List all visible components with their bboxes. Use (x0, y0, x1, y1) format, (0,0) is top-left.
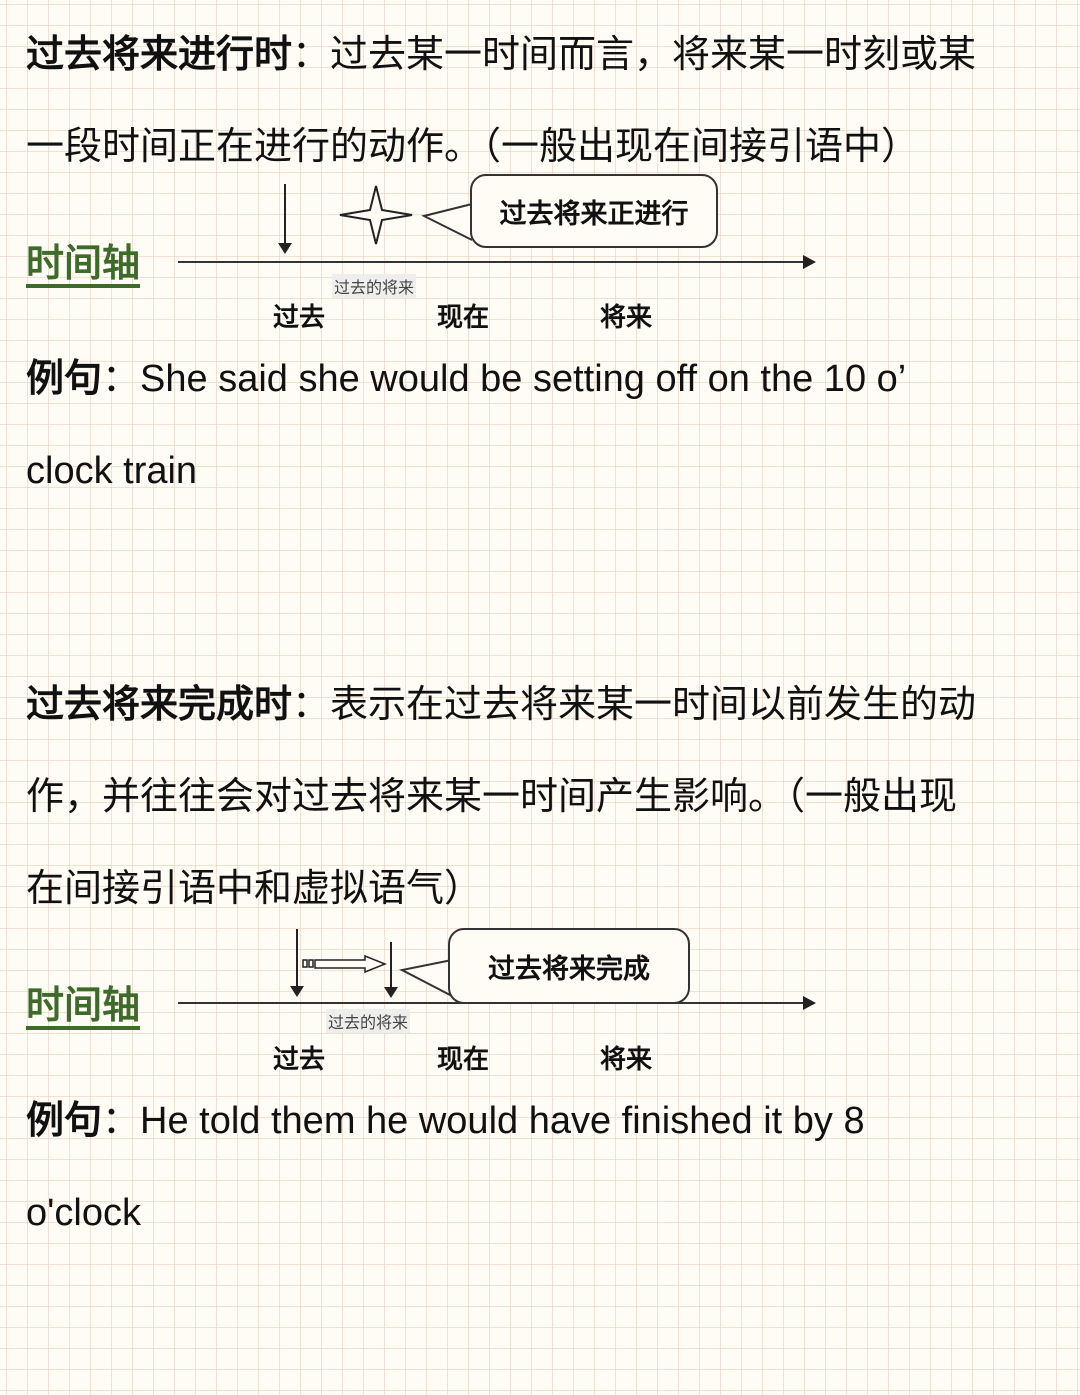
example-text: clock train (26, 450, 198, 492)
tick-present: 现在 (437, 1045, 490, 1075)
callout-bubble: 过去将来完成 (448, 928, 690, 1004)
example-text: o'clock (26, 1192, 141, 1234)
timeline-axis-arrow (178, 255, 816, 269)
definition-paragraph-2: 过去将来完成时：表示在过去将来某一时间以前发生的动 作，并往往会对过去将来某一时… (26, 682, 977, 910)
definition-text: 作，并往往会对过去将来某一时间产生影响。（一般出现 (26, 774, 958, 818)
hollow-right-arrow-icon (302, 954, 388, 974)
callout-pointer (421, 203, 473, 241)
tense-title: 过去将来完成时 (26, 682, 293, 726)
down-arrow-icon (290, 929, 304, 997)
past-future-marker-label: 过去的将来 (332, 274, 417, 298)
definition-text: 表示在过去将来某一时间以前发生的动 (330, 682, 977, 726)
tick-future: 将来 (600, 1045, 653, 1075)
definition-paragraph-1: 过去将来进行时：过去某一时间而言，将来某一时刻或某 一段时间正在进行的动作。（一… (26, 32, 977, 168)
example-label: 例句 (26, 356, 103, 400)
callout-bubble: 过去将来正进行 (470, 174, 718, 248)
four-point-star-icon (339, 185, 413, 245)
timeline-label: 时间轴 (26, 242, 141, 288)
tick-future: 将来 (600, 303, 653, 333)
definition-text: 过去某一时间而言，将来某一时刻或某 (330, 32, 977, 76)
down-arrow-icon (278, 184, 292, 254)
tick-past: 过去 (273, 1045, 326, 1075)
tick-present: 现在 (437, 303, 490, 333)
definition-text: 一段时间正在进行的动作。（一般出现在间接引语中） (26, 124, 920, 168)
example-sentence: 例句：He told them he would have finished i… (26, 1098, 865, 1234)
example-sentence: 例句：She said she would be setting off on … (26, 356, 907, 492)
example-label: 例句 (26, 1098, 103, 1142)
callout-pointer (399, 959, 453, 997)
example-text: He told them he would have finished it b… (140, 1100, 865, 1142)
tense-title: 过去将来进行时 (26, 32, 293, 76)
definition-text: 在间接引语中和虚拟语气） (26, 866, 483, 910)
timeline-label: 时间轴 (26, 984, 141, 1030)
example-text: She said she would be setting off on the… (140, 358, 907, 400)
down-arrow-icon (384, 942, 398, 998)
past-future-marker-label: 过去的将来 (326, 1009, 411, 1033)
tick-past: 过去 (273, 303, 326, 333)
